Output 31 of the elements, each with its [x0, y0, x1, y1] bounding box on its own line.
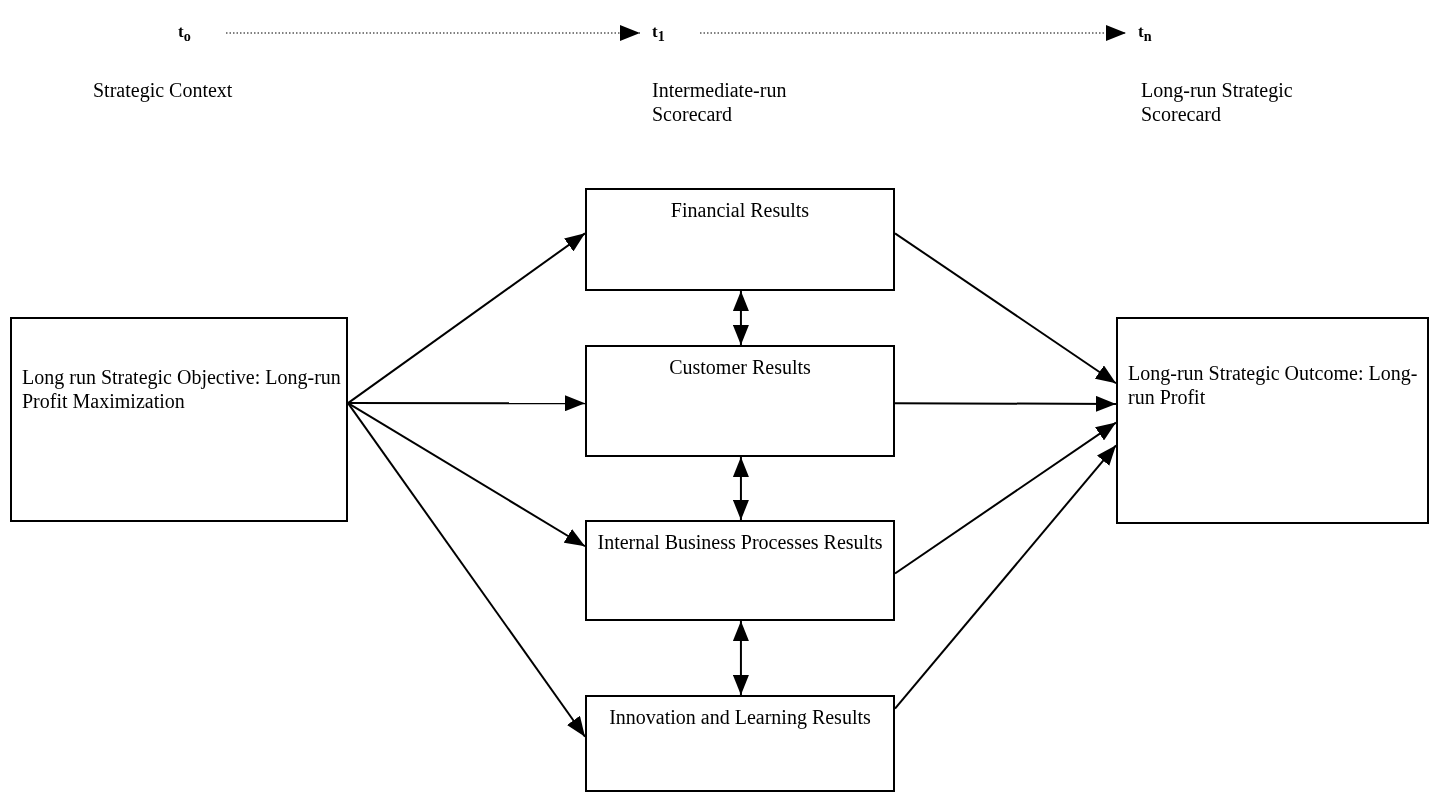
process-box: [585, 345, 895, 457]
arrow: [732, 620, 749, 696]
process-box: [1116, 317, 1429, 524]
stage-label: Intermediate-run Scorecard: [652, 78, 788, 126]
time-label: t$_{o}$: [178, 21, 191, 47]
arrow: [347, 402, 586, 738]
time-label: t$_{1}$: [652, 21, 665, 47]
stage-label: Strategic Context: [93, 78, 234, 102]
arrow: [894, 395, 1117, 412]
process-box: [585, 695, 895, 792]
box-text: Internal Business Processes Results: [597, 530, 883, 554]
stage-label: Long-run Strategic Scorecard: [1141, 78, 1294, 126]
arrow: [894, 232, 1117, 385]
arrow: [347, 232, 586, 405]
arrow: [732, 456, 749, 521]
arrow: [347, 395, 586, 412]
dotted-arrow: [225, 25, 641, 41]
box-text: Long-run Strategic Outcome: Long-run Profit: [1128, 361, 1419, 409]
arrow: [732, 290, 749, 346]
box-text: Customer Results: [669, 355, 811, 379]
arrow: [894, 421, 1117, 575]
time-label: t$_{n}$: [1138, 21, 1152, 47]
process-box: [585, 520, 895, 621]
process-box: [585, 188, 895, 291]
dotted-arrow: [699, 25, 1127, 41]
process-box: [10, 317, 348, 522]
box-text: Innovation and Learning Results: [609, 705, 871, 729]
arrow: [894, 444, 1117, 710]
arrow: [347, 402, 586, 548]
box-text: Financial Results: [670, 198, 810, 222]
box-text: Long run Strategic Objective: Long-run Profit Maximization: [22, 365, 342, 413]
